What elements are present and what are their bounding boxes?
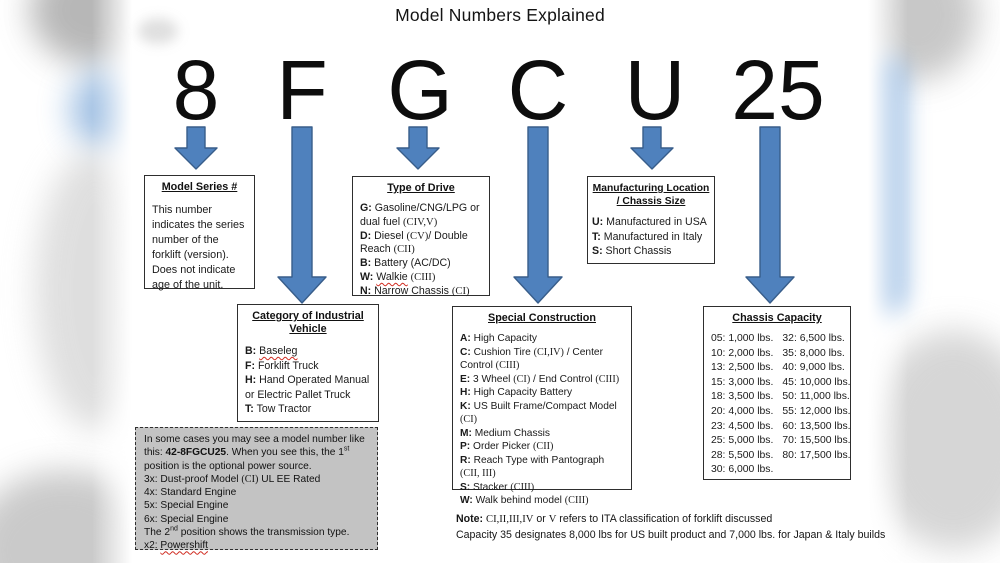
text-line: G: Gasoline/CNG/LPG or dual fuel (CIV,V): [360, 202, 480, 228]
text-line: 23: 4,500 lbs.: [711, 420, 774, 432]
text-line: Note: CI,II,III,IV or V refers to ITA cl…: [456, 513, 773, 525]
down-arrow-model-series: [174, 126, 218, 170]
text-line: W: Walk behind model (CIII): [460, 495, 589, 506]
corner-smudge: [138, 18, 178, 44]
right-blur-band: [868, 0, 1000, 563]
text-line: 6x: Special Engine: [144, 513, 229, 525]
text-line: Capacity 35 designates 8,000 lbs for US …: [456, 528, 886, 541]
category-title: Category of Industrial Vehicle: [252, 310, 364, 335]
model-letter-3: G: [387, 43, 453, 137]
text-line: H: Hand Operated Manual or Electric Pall…: [245, 374, 370, 401]
footnote: Note: CI,II,III,IV or V refers to ITA cl…: [456, 512, 886, 542]
text-line: 05: 1,000 lbs.: [711, 333, 774, 344]
capacity-column-2: 32: 6,500 lbs. 35: 8,000 lbs. 40: 9,000 lb…: [782, 332, 850, 478]
model-letter-5: U: [624, 43, 686, 137]
text-line: 80: 17,500 lbs.: [782, 449, 851, 461]
chassis-capacity-box: Chassis Capacity 05: 1,000 lbs. 10: 2,000…: [703, 306, 851, 480]
text-line: B: Baseleg: [245, 345, 298, 357]
text-line: 4x: Standard Engine: [144, 487, 237, 499]
text-line: 35: 8,000 lbs.: [782, 347, 845, 359]
text-line: In some cases you may see a model number…: [144, 434, 365, 472]
text-line: 10: 2,000 lbs.: [711, 347, 774, 359]
text-line: 28: 5,500 lbs.: [711, 449, 774, 461]
model-letter-6: 25: [731, 43, 825, 137]
chassis-capacity-title: Chassis Capacity: [732, 312, 822, 324]
text-line: A: High Capacity: [460, 333, 537, 344]
text-line: 32: 6,500 lbs.: [782, 333, 845, 344]
manufacturing-location-title: Manufacturing Location / Chassis Size: [592, 183, 710, 207]
type-of-drive-title: Type of Drive: [387, 182, 455, 194]
text-line: 25: 5,000 lbs.: [711, 435, 774, 447]
text-line: W: Walkie (CIII): [360, 270, 436, 283]
text-line: U: Manufactured in USA: [592, 216, 707, 228]
text-line: 50: 11,000 lbs.: [782, 391, 850, 403]
down-arrow-mfg-location: [630, 126, 674, 170]
model-series-box: Model Series # This number indicates the…: [144, 175, 255, 291]
optional-codes-box: In some cases you may see a model number…: [135, 427, 378, 552]
model-letter-4: C: [507, 43, 569, 137]
text-line: 18: 3,500 lbs.: [711, 391, 774, 403]
down-arrow-type-of-drive: [396, 126, 440, 170]
text-line: x2: Powershift: [144, 540, 208, 552]
special-construction-title: Special Construction: [488, 312, 596, 324]
text-line: 20: 4,000 lbs.: [711, 405, 774, 417]
text-line: T: Manufactured in Italy: [592, 230, 703, 243]
text-line: N: Narrow Chassis (CI): [360, 284, 470, 297]
capacity-column-1: 05: 1,000 lbs. 10: 2,000 lbs. 13: 2,500 lb…: [711, 332, 773, 478]
text-line: 3x: Dust-proof Model (CI) UL EE Rated: [144, 473, 321, 485]
text-line: 30: 6,000 lbs.: [711, 464, 774, 476]
text-line: D: Diesel (CV)/ Double Reach (CII): [360, 229, 468, 256]
model-letter-1: 8: [172, 43, 220, 137]
text-line: 70: 15,500 lbs.: [782, 435, 851, 447]
type-of-drive-box: Type of Drive G: Gasoline/CNG/LPG or dua…: [352, 176, 490, 297]
text-line: 13: 2,500 lbs.: [711, 362, 774, 374]
category-box: Category of Industrial Vehicle B: Basele…: [237, 304, 379, 422]
text-line: R: Reach Type with Pantograph (CII, III): [460, 454, 605, 480]
page-title: Model Numbers Explained: [395, 5, 605, 25]
text-line: P: Order Picker (CII): [460, 441, 554, 452]
down-arrow-category: [277, 126, 327, 304]
manufacturing-location-box: Manufacturing Location / Chassis Size U:…: [587, 176, 715, 264]
text-line: 45: 10,000 lbs.: [782, 376, 851, 388]
text-line: C: Cushion Tire (CI,IV) / Center Control…: [460, 346, 603, 372]
left-blur-band: [0, 0, 132, 563]
text-line: This number indicates the series number …: [152, 204, 245, 291]
text-line: S: Short Chassis: [592, 245, 672, 257]
down-arrow-chassis-capacity: [745, 126, 795, 304]
text-line: M: Medium Chassis: [460, 427, 551, 439]
text-line: 5x: Special Engine: [144, 500, 229, 512]
text-line: 15: 3,000 lbs.: [711, 376, 774, 388]
text-line: 55: 12,000 lbs.: [782, 405, 851, 417]
text-line: S: Stacker (CIII): [460, 481, 535, 493]
text-line: The 2nd position shows the transmission …: [144, 525, 350, 539]
special-construction-box: Special Construction A: High Capacity C: …: [452, 306, 632, 506]
text-line: T: Tow Tractor: [245, 403, 312, 415]
model-letter-2: F: [276, 43, 328, 137]
text-line: K: US Built Frame/Compact Model (CI): [460, 400, 617, 426]
text-line: H: High Capacity Battery: [460, 387, 573, 398]
text-line: F: Forklift Truck: [245, 359, 319, 372]
down-arrow-special-construction: [513, 126, 563, 304]
text-line: 60: 13,500 lbs.: [782, 420, 851, 432]
text-line: B: Battery (AC/DC): [360, 257, 451, 270]
model-series-title: Model Series #: [161, 181, 238, 193]
text-line: 40: 9,000 lbs.: [782, 362, 845, 374]
text-line: E: 3 Wheel (CI) / End Control (CIII): [460, 373, 620, 385]
